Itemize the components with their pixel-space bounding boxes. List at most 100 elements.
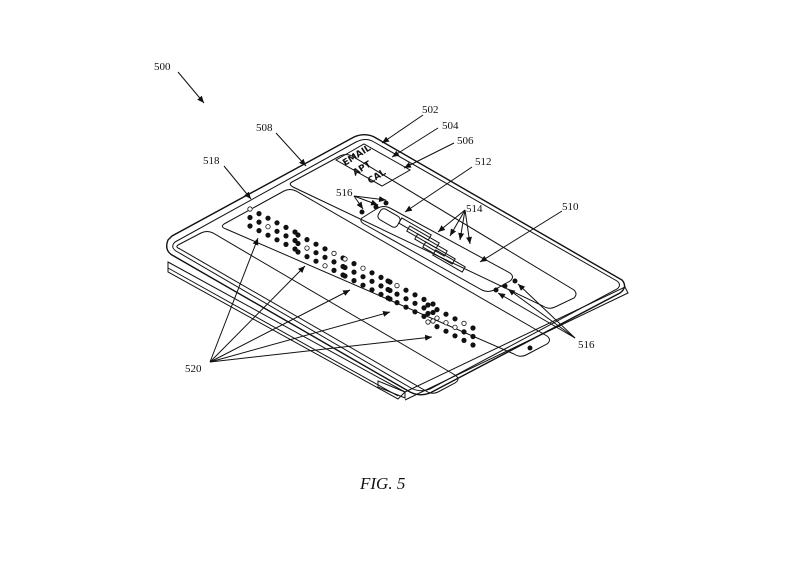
leader-lines bbox=[177, 71, 576, 363]
panel-508 bbox=[221, 189, 550, 357]
keypad-dot bbox=[394, 291, 400, 297]
keypad-dot bbox=[461, 320, 467, 326]
keypad-dot bbox=[247, 223, 253, 229]
keypad-dot bbox=[274, 237, 280, 243]
keypad-dot bbox=[247, 206, 253, 212]
panel-518 bbox=[176, 231, 459, 394]
keypad-dot bbox=[342, 256, 348, 262]
keypad-dot bbox=[412, 292, 418, 298]
keypad-dot bbox=[470, 333, 476, 340]
keypad-dot bbox=[265, 232, 271, 238]
keypad-dot bbox=[265, 224, 271, 230]
keypad-dot bbox=[430, 309, 436, 316]
label-518: 518 bbox=[203, 155, 220, 167]
keypad-dot bbox=[443, 328, 449, 334]
keypad-dot bbox=[313, 241, 319, 247]
keypad-dot bbox=[283, 224, 289, 230]
label-510: 510 bbox=[562, 201, 579, 213]
label-508: 508 bbox=[256, 122, 273, 134]
keypad-dot bbox=[304, 237, 310, 243]
screen-display-502: EMAIL APT CAL bbox=[334, 143, 412, 187]
keypad-dot bbox=[283, 233, 289, 239]
label-506: 506 bbox=[457, 135, 474, 147]
keypad-dot bbox=[461, 337, 467, 343]
keypad-dot bbox=[256, 219, 262, 225]
app-icon bbox=[377, 208, 401, 228]
keypad-dot bbox=[430, 301, 436, 307]
keypad-dot bbox=[295, 232, 301, 238]
keypad-dot bbox=[378, 274, 384, 280]
keypad-dot bbox=[461, 329, 467, 335]
keypad-dot bbox=[385, 278, 391, 284]
keypad-dot bbox=[369, 287, 375, 293]
keypad-dot bbox=[322, 263, 328, 269]
keypad-dot bbox=[322, 254, 328, 260]
keypad-dot bbox=[434, 323, 440, 330]
row-bar-5 bbox=[432, 249, 466, 273]
keypad-dot bbox=[292, 229, 298, 235]
keypad-dot bbox=[274, 220, 280, 226]
keypad-dot bbox=[434, 306, 440, 313]
label-520: 520 bbox=[185, 363, 202, 375]
keypad-dot bbox=[295, 249, 301, 255]
keypad-dot bbox=[443, 320, 449, 326]
keypad-dot bbox=[351, 260, 357, 267]
label-512: 512 bbox=[475, 156, 492, 168]
keypad-dot bbox=[369, 270, 375, 276]
keypad-dot bbox=[274, 228, 280, 234]
row-bar-4 bbox=[422, 241, 456, 265]
keypad-dot bbox=[256, 211, 262, 217]
keypad-dot bbox=[256, 228, 262, 234]
keypad-dot bbox=[292, 246, 298, 252]
keypad-dot bbox=[452, 333, 458, 339]
keypad-dot bbox=[313, 250, 319, 256]
keypad-dot bbox=[403, 304, 409, 310]
keypad-dot bbox=[425, 319, 431, 325]
keypad-dot bbox=[351, 277, 357, 284]
keypad-dot bbox=[430, 318, 436, 324]
keypad-dot bbox=[443, 311, 449, 317]
keypad-dot bbox=[283, 241, 289, 247]
device-outline bbox=[165, 134, 626, 396]
label-514: 514 bbox=[466, 203, 483, 215]
cover-back-panels bbox=[167, 261, 629, 401]
keypad-dot bbox=[378, 283, 384, 289]
keypad-dot bbox=[470, 342, 476, 348]
keypad-dot bbox=[385, 295, 391, 301]
keypad-dot bbox=[421, 296, 427, 302]
keypad-dot bbox=[412, 309, 418, 315]
keypad-dot bbox=[331, 267, 337, 273]
keypad-dot bbox=[360, 274, 366, 280]
panel-510 bbox=[289, 154, 577, 309]
keypad-dot bbox=[360, 282, 366, 288]
keypad-dot bbox=[452, 324, 458, 330]
keypad-dot bbox=[470, 325, 476, 331]
keypad-dot bbox=[313, 258, 319, 264]
keypad-dot bbox=[421, 313, 427, 319]
label-516-top: 516 bbox=[336, 187, 353, 199]
keypad-dot bbox=[403, 287, 409, 293]
keypad-dot bbox=[331, 250, 337, 256]
keypad-dot bbox=[394, 282, 400, 289]
keypad-dot bbox=[425, 302, 431, 308]
keypad-dot bbox=[360, 265, 366, 271]
keypad-dot bbox=[452, 316, 458, 322]
keypad-dot bbox=[421, 305, 427, 311]
keypad-dot bbox=[342, 273, 348, 279]
keypad-dot bbox=[304, 254, 310, 260]
keypad-dot bbox=[351, 269, 357, 275]
keypad-dot bbox=[304, 245, 310, 251]
keypad-dot bbox=[394, 299, 400, 306]
keypad-dot bbox=[378, 291, 384, 297]
keypad-dot bbox=[434, 315, 440, 321]
label-500: 500 bbox=[154, 61, 171, 73]
label-502: 502 bbox=[422, 104, 439, 116]
keypad-dot bbox=[295, 240, 301, 247]
label-516-right: 516 bbox=[578, 339, 595, 351]
label-504: 504 bbox=[442, 120, 459, 132]
dot-grids-520 bbox=[247, 206, 476, 348]
keypad-dot bbox=[425, 310, 431, 317]
control-panel-512 bbox=[360, 206, 513, 292]
keypad-dot bbox=[265, 215, 271, 221]
